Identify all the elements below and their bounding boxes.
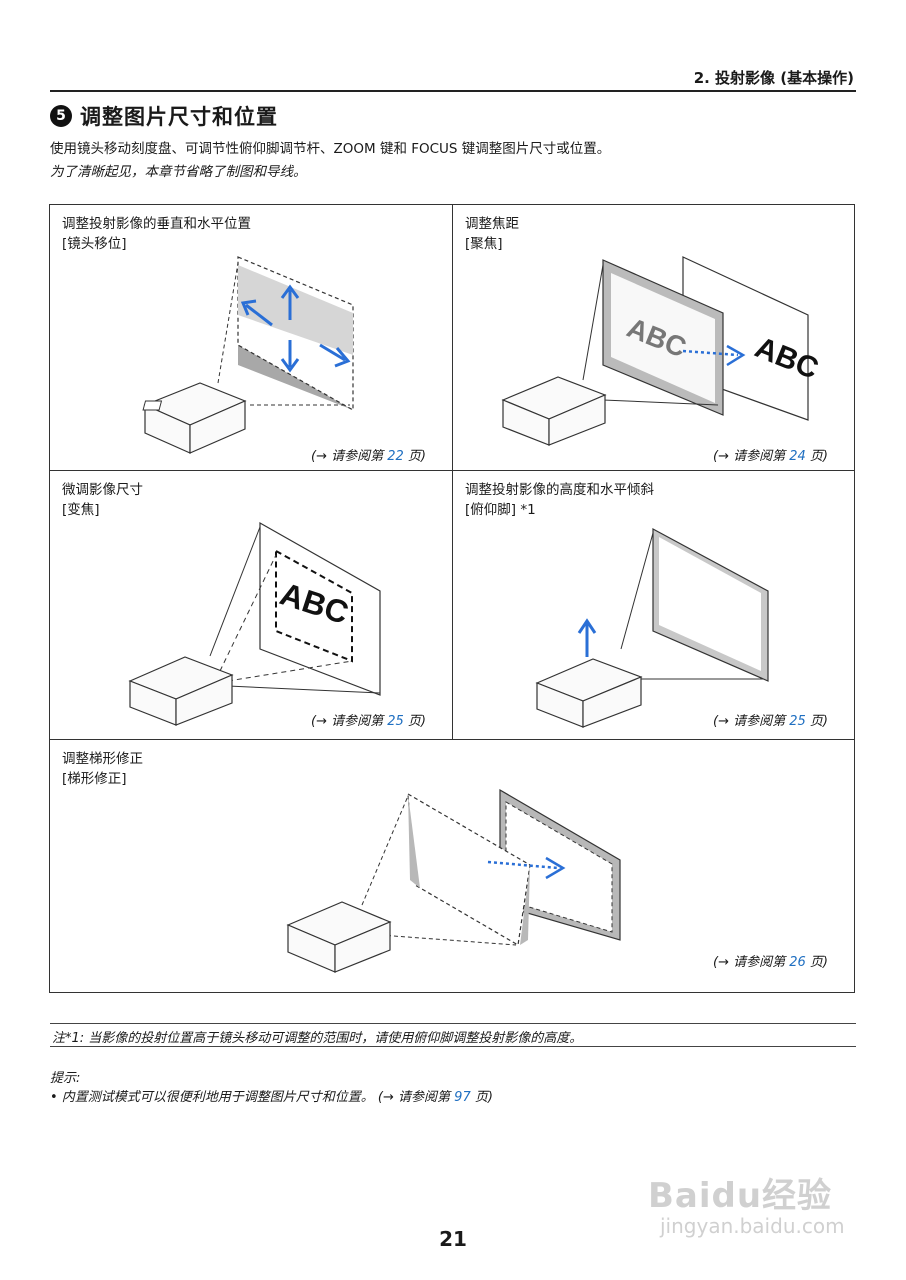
page-reference: (→ 请参阅第 26 页) (713, 955, 828, 970)
baidu-watermark: Baidu经验 jingyan.baidu.com (640, 1140, 860, 1250)
title-text: 调整图片尺寸和位置 (80, 105, 278, 129)
cell-title: 调整投射影像的垂直和水平位置 (62, 216, 251, 232)
section-title: 2. 投射影像 (基本操作) (693, 69, 854, 87)
projector-icon (142, 382, 247, 454)
tip-label: 提示: (50, 1071, 81, 1086)
cell-title: 调整投射影像的高度和水平倾斜 (465, 482, 654, 498)
cell-subtitle: [俯仰脚] *1 (465, 502, 536, 518)
cell-lens-shift: 调整投射影像的垂直和水平位置 [镜头移位] (→ 请参阅第 22 页) (50, 205, 453, 471)
adjustment-grid: 调整投射影像的垂直和水平位置 [镜头移位] (→ 请参阅第 22 页) (49, 204, 855, 993)
watermark-url: jingyan.baidu.com (660, 1214, 845, 1238)
tip-page-reference-link[interactable]: 97 (454, 1090, 471, 1105)
page-title: 5 调整图片尺寸和位置 (50, 101, 278, 131)
page-reference: (→ 请参阅第 22 页) (311, 449, 426, 464)
title-number-badge: 5 (50, 105, 72, 127)
screen (259, 521, 381, 696)
footnote-text: 注*1: 当影像的投射位置高于镜头移动可调整的范围时，请使用俯仰脚调整投射影像的… (52, 1031, 583, 1046)
keystone-illustration (286, 788, 621, 973)
cell-subtitle: [镜头移位] (62, 236, 127, 252)
lens-shift-illustration (142, 256, 354, 454)
section-header: 2. 投射影像 (基本操作) (50, 62, 856, 92)
cell-subtitle: [聚焦] (465, 236, 503, 252)
cell-title: 调整梯形修正 (62, 751, 143, 767)
keystone-arrow (487, 856, 566, 880)
tip-item: • 内置测试模式可以很便利地用于调整图片尺寸和位置。 (→ 请参阅第 97 页) (50, 1090, 493, 1105)
screen-fill (238, 265, 353, 355)
intro-text: 使用镜头移动刻度盘、可调节性俯仰脚调节杆、ZOOM 键和 FOCUS 键调整图片… (50, 141, 611, 157)
page-reference-link[interactable]: 24 (789, 449, 806, 464)
page-reference: (→ 请参阅第 25 页) (311, 714, 426, 729)
cell-subtitle: [变焦] (62, 502, 100, 518)
page-number: 21 (439, 1227, 467, 1251)
page-reference-link[interactable]: 25 (387, 714, 404, 729)
cell-tilt-foot: 调整投射影像的高度和水平倾斜 [俯仰脚] *1 (→ 请参阅第 25 页) (453, 471, 854, 740)
tilt-up-arrow (577, 618, 597, 657)
focus-arrow (682, 344, 746, 367)
cell-title: 调整焦距 (465, 216, 519, 232)
projector-icon (535, 658, 643, 728)
shift-arrows (240, 284, 351, 373)
footnote: 注*1: 当影像的投射位置高于镜头移动可调整的范围时，请使用俯仰脚调整投射影像的… (50, 1023, 856, 1047)
cell-keystone: 调整梯形修正 [梯形修正] (→ 请参阅第 26 页) (50, 740, 854, 992)
cell-zoom: 微调影像尺寸 [变焦] ABC (→ 请参阅第 25 页) (50, 471, 453, 740)
focus-illustration: ABC ABC (501, 256, 823, 446)
projector-icon (501, 376, 607, 446)
page-reference-link[interactable]: 25 (789, 714, 806, 729)
zoom-illustration: ABC (128, 521, 381, 726)
watermark-logo: Baidu经验 (648, 1176, 833, 1216)
tilt-illustration (535, 527, 769, 728)
page-reference: (→ 请参阅第 24 页) (713, 449, 828, 464)
page-reference-link[interactable]: 22 (387, 449, 404, 464)
intro-note: 为了清晰起见，本章节省略了制图和导线。 (50, 164, 307, 180)
cell-title: 微调影像尺寸 (62, 482, 143, 498)
cell-subtitle: [梯形修正] (62, 771, 127, 787)
cell-focus: 调整焦距 [聚焦] ABC ABC (→ 请参阅第 24 页) (453, 205, 854, 471)
projector-icon (128, 656, 234, 726)
projector-icon (286, 901, 392, 973)
page-reference-link[interactable]: 26 (789, 955, 806, 970)
page-reference: (→ 请参阅第 25 页) (713, 714, 828, 729)
